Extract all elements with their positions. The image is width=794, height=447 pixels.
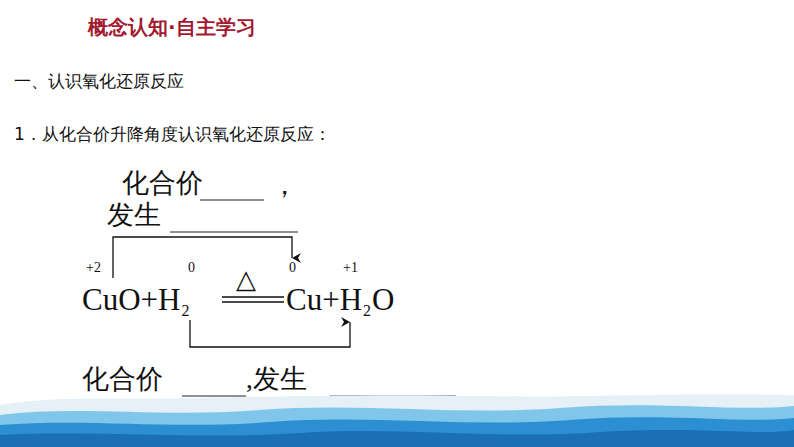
section-heading: 一、认识氧化还原反应 [14,73,184,90]
valence: +2 [86,261,101,275]
wave-decoration [0,394,794,447]
fill-prompt: ,发生 [246,366,307,393]
answer-blanks [170,200,456,396]
fill-prompt: 发生 [107,202,161,229]
formula: O [372,284,394,315]
equal-sign [222,297,284,302]
valence: 0 [188,261,195,275]
formula: CuO+H [82,284,180,315]
subscript: 2 [181,303,189,319]
valence: +1 [343,261,358,275]
fill-prompt: 化合价 [82,366,163,393]
heat-sign: △ [236,266,256,292]
valence: 0 [289,261,296,275]
fill-prompt: 化合价 [122,170,203,197]
electron-arrow [113,237,292,278]
electron-arrow [190,320,350,347]
subscript: 2 [363,303,371,319]
punctuation: ， [271,172,298,199]
subheading: 1．从化合价升降角度认识氧化还原反应： [14,126,331,143]
slide-title: 概念认知·自主学习 [88,17,256,37]
formula: Cu+H [286,284,362,315]
